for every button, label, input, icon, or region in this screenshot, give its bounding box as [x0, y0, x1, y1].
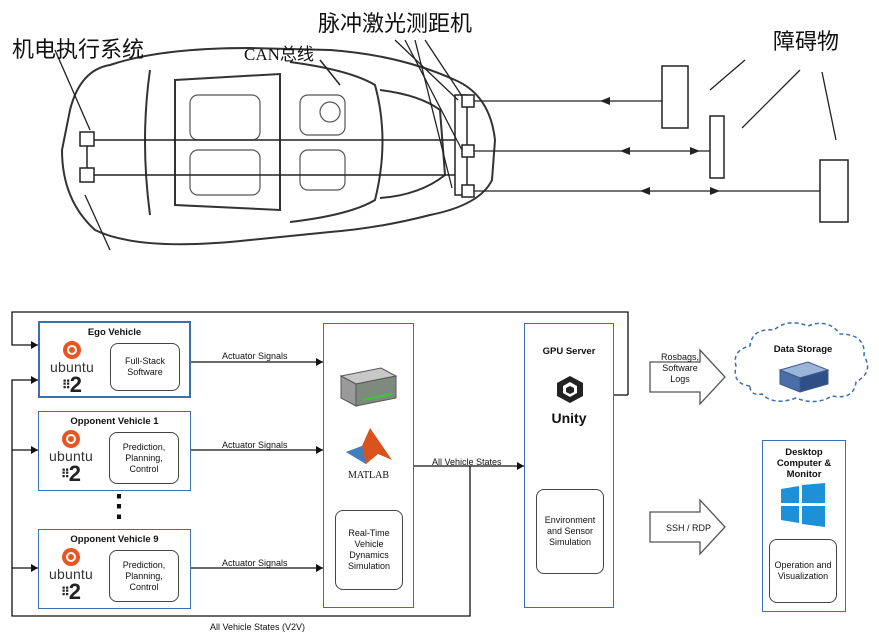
ros-dots-icon: ⠿ [61, 378, 71, 392]
gpu-server-column: GPU Server Unity Environment and Sensor … [524, 323, 614, 608]
gpu-server-title: GPU Server [542, 346, 596, 357]
opponent-vehicle-1-title: Opponent Vehicle 1 [70, 416, 159, 427]
ubuntu-logo: ubuntu ⠿2 [41, 548, 101, 604]
ego-software-box: Full-Stack Software [110, 343, 180, 391]
actuator-signals-label-1: Actuator Signals [222, 351, 288, 361]
cloud-icon [734, 322, 869, 403]
ssh-arrow [649, 498, 726, 556]
ubuntu-wordmark: ubuntu [48, 448, 94, 464]
label-obstacles: 障碍物 [773, 30, 840, 55]
ros2-logo: ⠿2 [60, 579, 82, 604]
ego-vehicle-title: Ego Vehicle [87, 327, 142, 338]
dynamics-column: MATLAB Real-Time Vehicle Dynamics Simula… [323, 323, 414, 608]
all-vehicle-states-label: All Vehicle States [432, 457, 502, 467]
matlab-icon [346, 428, 392, 464]
opponent-vehicle-9-title: Opponent Vehicle 9 [70, 534, 159, 545]
ubuntu-icon [62, 548, 80, 566]
label-actuator-system: 机电执行系统 [12, 38, 145, 63]
ros-dots-icon: ⠿ [60, 467, 70, 481]
ros2-logo: ⠿2 [61, 372, 83, 397]
leader-lines [54, 39, 837, 251]
ubuntu-icon [63, 341, 81, 359]
ego-vehicle-box: Ego Vehicle ubuntu ⠿2 Full-Stack Softwar… [38, 321, 191, 398]
desktop-box: Desktop Computer & Monitor Operation and… [762, 440, 846, 612]
ubuntu-wordmark: ubuntu [48, 566, 94, 582]
rosbags-label: Rosbags, Software Logs [660, 352, 700, 384]
rosbags-arrow [649, 348, 726, 406]
car-outline [60, 46, 497, 246]
label-lidar: 脉冲激光测距机 [318, 12, 473, 37]
lidar-beams [474, 100, 820, 192]
windows-icon [781, 483, 825, 527]
ubuntu-icon [62, 430, 80, 448]
vehicles-ellipsis: ⋮ [104, 490, 134, 523]
opponent-vehicle-1-box: Opponent Vehicle 1 ubuntu ⠿2 Prediction,… [38, 411, 191, 491]
label-can-bus: CAN总线 [244, 45, 314, 64]
can-bus-lines [88, 59, 460, 176]
ubuntu-wordmark: ubuntu [49, 359, 95, 375]
operation-box: Operation and Visualization [769, 539, 837, 603]
beam-arrowheads [600, 97, 720, 195]
actuator-signals-label-3: Actuator Signals [222, 558, 288, 568]
car-lidar-diagram [54, 39, 849, 251]
obstacles [661, 65, 849, 223]
ros-dots-icon: ⠿ [60, 585, 70, 599]
actuator-signals-label-2: Actuator Signals [222, 440, 288, 450]
ubuntu-logo: ubuntu ⠿2 [42, 341, 102, 397]
architecture-connectors [11, 311, 726, 617]
ssh-rdp-label: SSH / RDP [666, 523, 712, 533]
actuator-boxes [79, 131, 95, 183]
opponent-vehicle-9-box: Opponent Vehicle 9 ubuntu ⠿2 Prediction,… [38, 529, 191, 609]
ubuntu-logo: ubuntu ⠿2 [41, 430, 101, 486]
lidar-units [454, 94, 475, 198]
opponent-9-software-box: Prediction, Planning, Control [109, 550, 179, 602]
car-seats [189, 94, 346, 196]
hardware-box-icon [339, 367, 398, 407]
unity-label: Unity [551, 410, 587, 426]
env-sim-box: Environment and Sensor Simulation [536, 489, 604, 574]
opponent-1-software-box: Prediction, Planning, Control [109, 432, 179, 484]
data-storage-label: Data Storage [773, 344, 833, 355]
dynamics-sim-box: Real-Time Vehicle Dynamics Simulation [335, 510, 403, 590]
ros2-logo: ⠿2 [60, 461, 82, 486]
matlab-label: MATLAB [347, 470, 390, 481]
v2v-label: All Vehicle States (V2V) [210, 622, 306, 632]
unity-icon [557, 376, 583, 403]
server-rack-icon [778, 361, 830, 393]
desktop-title: Desktop Computer & Monitor [776, 447, 832, 480]
